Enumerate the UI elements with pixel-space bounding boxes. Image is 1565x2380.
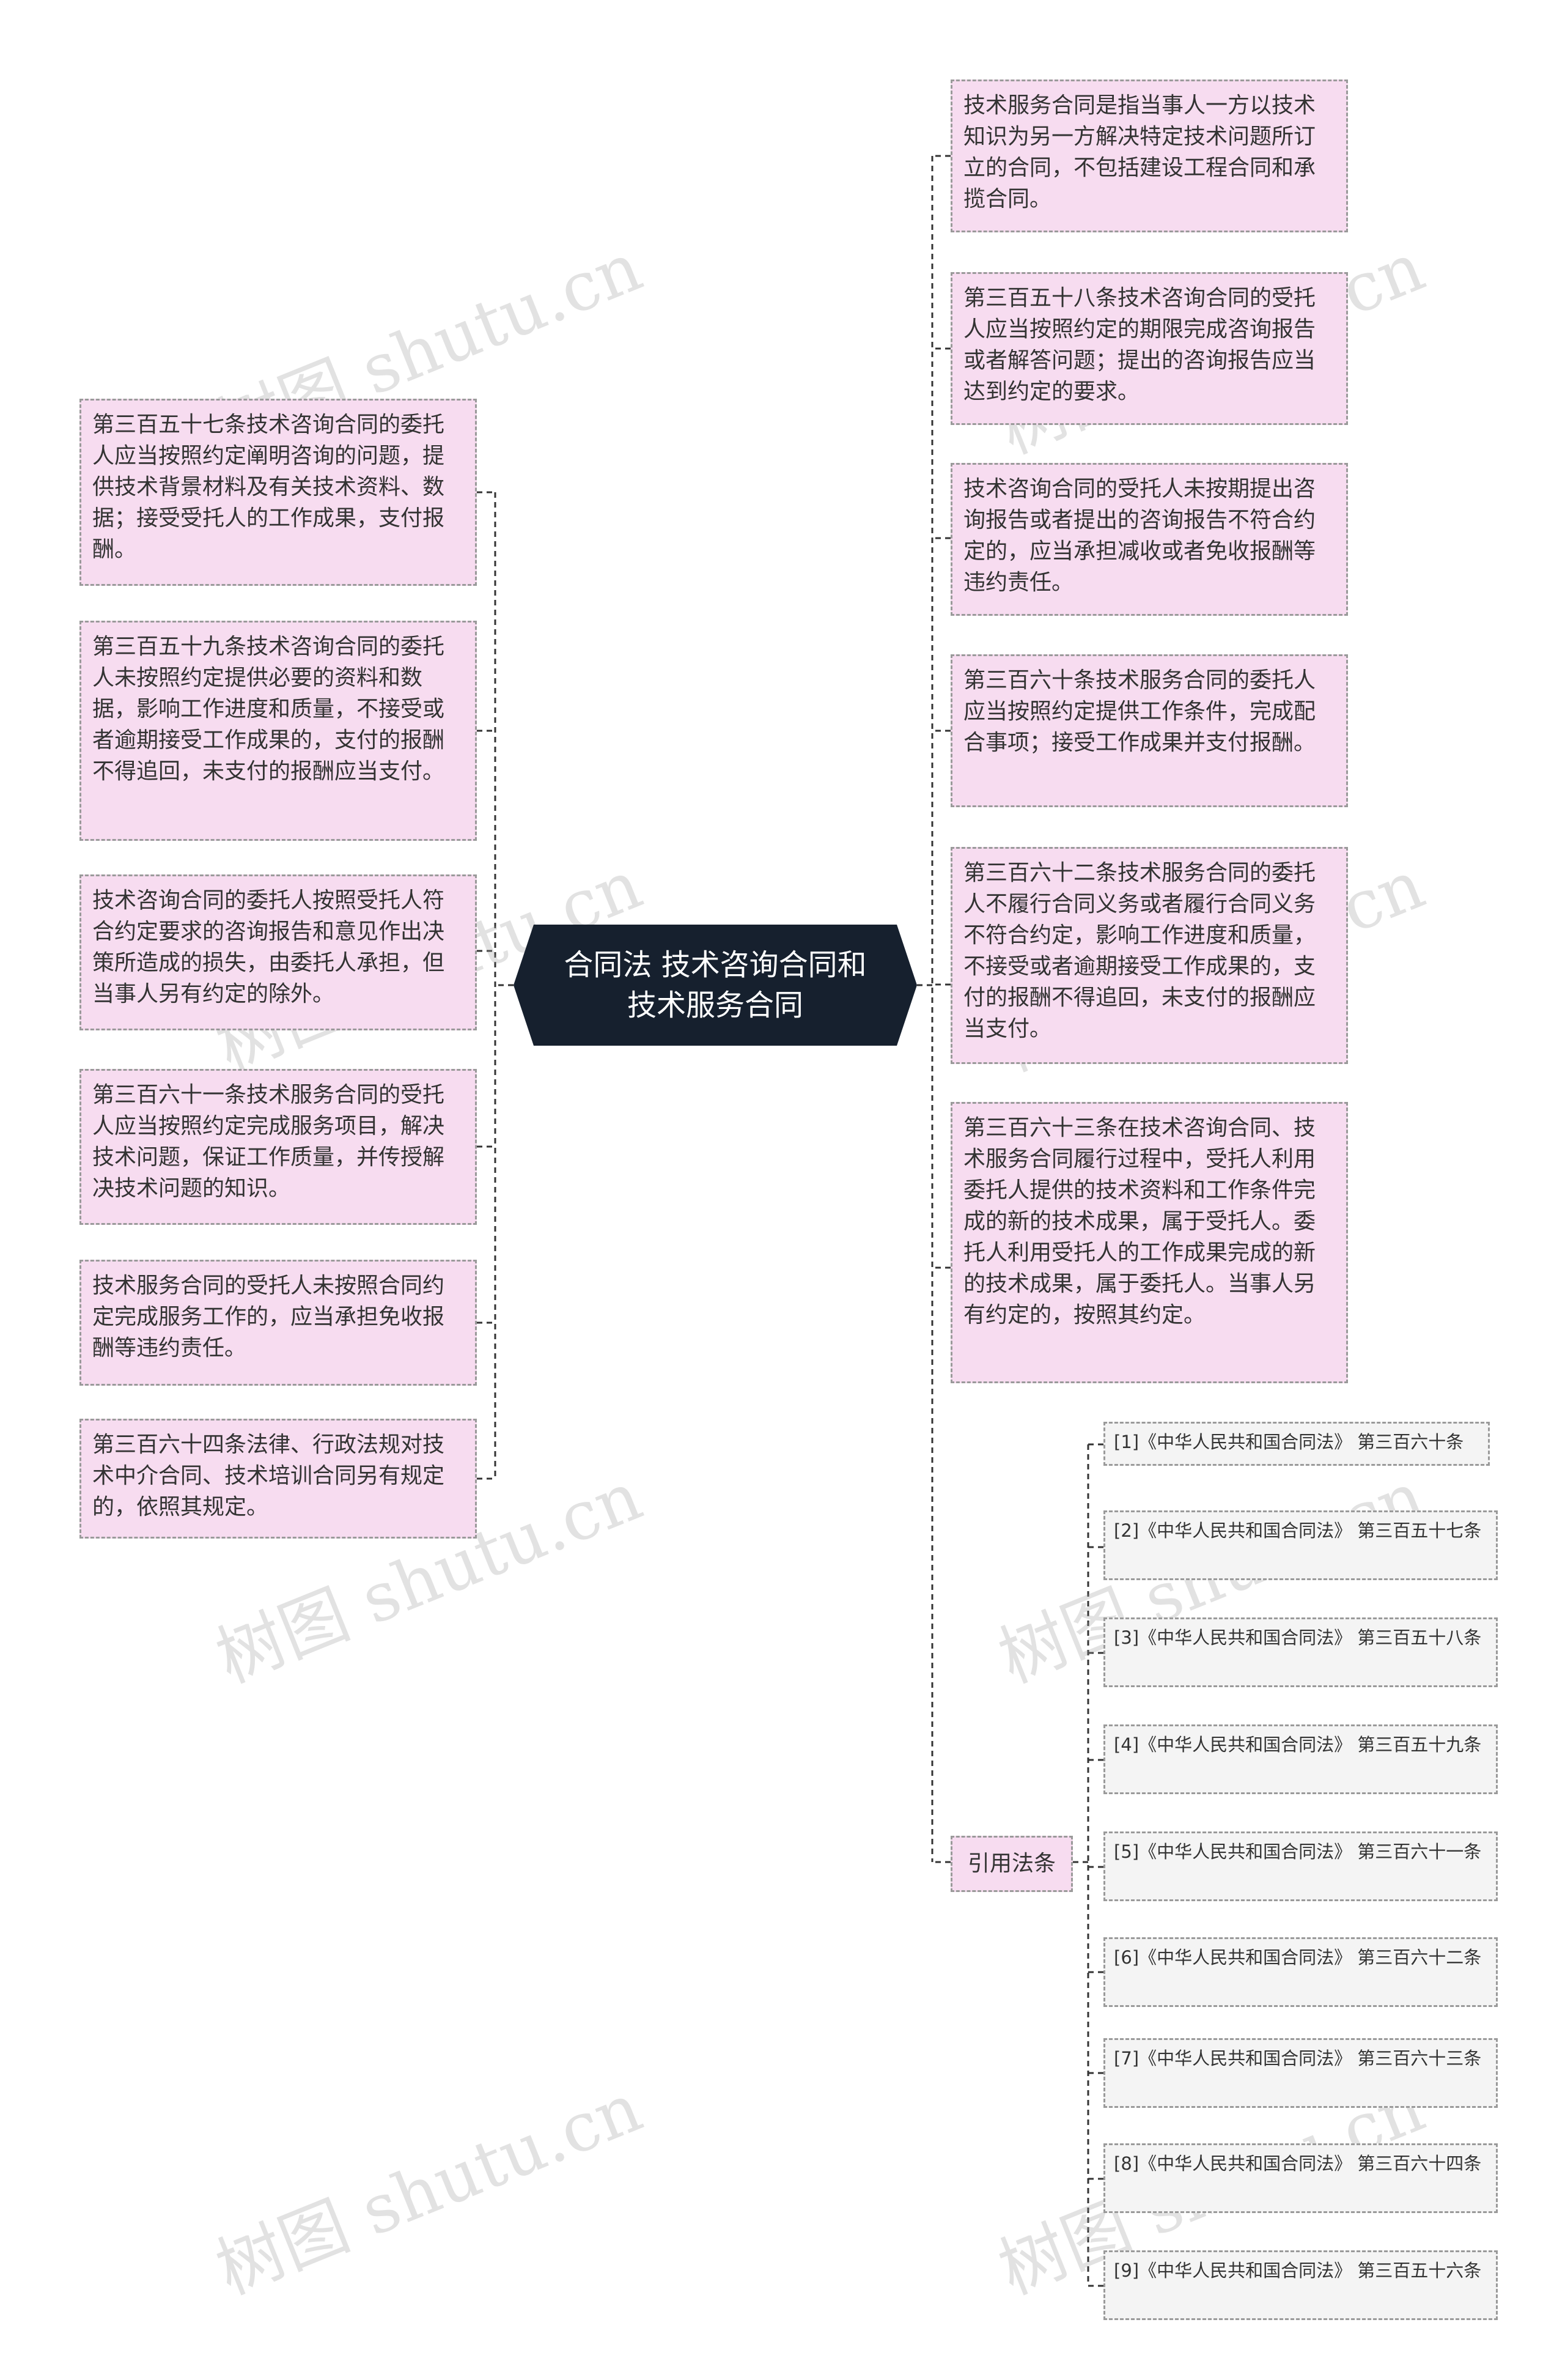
citation-3[interactable]: [3]《中华人民共和国合同法》 第三百五十八条 (1103, 1617, 1498, 1687)
left-node-2[interactable]: 第三百五十九条技术咨询合同的委托人未按照约定提供必要的资料和数据，影响工作进度和… (79, 621, 477, 841)
citation-label[interactable]: 引用法条 (951, 1836, 1073, 1892)
citation-7[interactable]: [7]《中华人民共和国合同法》 第三百六十三条 (1103, 2038, 1498, 2108)
root-title: 合同法 技术咨询合同和技术服务合同 (564, 948, 867, 1022)
right-node-3[interactable]: 技术咨询合同的受托人未按期提出咨询报告或者提出的咨询报告不符合约定的，应当承担减… (951, 463, 1348, 616)
citation-4[interactable]: [4]《中华人民共和国合同法》 第三百五十九条 (1103, 1724, 1498, 1794)
right-node-6[interactable]: 第三百六十三条在技术咨询合同、技术服务合同履行过程中，受托人利用委托人提供的技术… (951, 1102, 1348, 1383)
citation-8[interactable]: [8]《中华人民共和国合同法》 第三百六十四条 (1103, 2143, 1498, 2213)
citation-1[interactable]: [1]《中华人民共和国合同法》 第三百六十条 (1103, 1422, 1490, 1466)
citation-9[interactable]: [9]《中华人民共和国合同法》 第三百五十六条 (1103, 2250, 1498, 2320)
right-node-4[interactable]: 第三百六十条技术服务合同的委托人应当按照约定提供工作条件，完成配合事项；接受工作… (951, 654, 1348, 807)
citation-5[interactable]: [5]《中华人民共和国合同法》 第三百六十一条 (1103, 1831, 1498, 1901)
root-topic[interactable]: 合同法 技术咨询合同和技术服务合同 (514, 925, 917, 1046)
left-node-1[interactable]: 第三百五十七条技术咨询合同的委托人应当按照约定阐明咨询的问题，提供技术背景材料及… (79, 399, 477, 586)
left-node-5[interactable]: 技术服务合同的受托人未按照合同约定完成服务工作的，应当承担免收报酬等违约责任。 (79, 1260, 477, 1386)
right-node-5[interactable]: 第三百六十二条技术服务合同的委托人不履行合同义务或者履行合同义务不符合约定，影响… (951, 847, 1348, 1064)
right-node-2[interactable]: 第三百五十八条技术咨询合同的受托人应当按照约定的期限完成咨询报告或者解答问题；提… (951, 272, 1348, 425)
citation-6[interactable]: [6]《中华人民共和国合同法》 第三百六十二条 (1103, 1937, 1498, 2007)
left-node-3[interactable]: 技术咨询合同的委托人按照受托人符合约定要求的咨询报告和意见作出决策所造成的损失，… (79, 874, 477, 1030)
citation-2[interactable]: [2]《中华人民共和国合同法》 第三百五十七条 (1103, 1510, 1498, 1580)
right-node-1[interactable]: 技术服务合同是指当事人一方以技术知识为另一方解决特定技术问题所订立的合同，不包括… (951, 79, 1348, 232)
left-node-4[interactable]: 第三百六十一条技术服务合同的受托人应当按照约定完成服务项目，解决技术问题，保证工… (79, 1069, 477, 1225)
left-node-6[interactable]: 第三百六十四条法律、行政法规对技术中介合同、技术培训合同另有规定的，依照其规定。 (79, 1419, 477, 1539)
